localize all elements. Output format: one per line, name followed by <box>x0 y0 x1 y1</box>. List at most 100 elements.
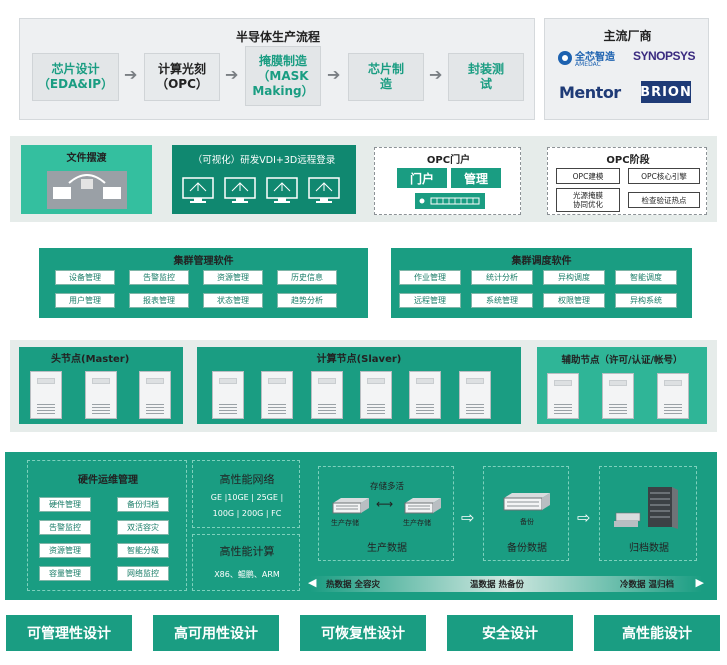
arrow-right-icon: ➔ <box>124 65 138 84</box>
monitor-icon <box>224 177 256 203</box>
hardware-ops-item: 硬件管理 <box>39 497 91 512</box>
flow-step-label: 芯片设计 <box>51 62 100 76</box>
management-button[interactable]: 管理 <box>451 168 501 188</box>
vendors-title: 主流厂商 <box>603 29 652 43</box>
hardware-ops-item: 双活容灾 <box>117 520 169 535</box>
cluster-management-item: 用户管理 <box>55 293 115 308</box>
design-manageability: 可管理性设计 <box>6 615 132 651</box>
vendor-logo-amedac: 全芯智造 AMEDAC <box>557 47 623 71</box>
backup-label: 备份 <box>520 518 534 526</box>
server-icon <box>30 371 62 419</box>
node-layer: 头节点(Master) 计算节点(Slaver) 辅助节点（许可/认证/帐号） <box>10 340 717 432</box>
data-tier-bar: ◀ ▶ 热数据 全容灾 温数据 热备份 冷数据 温归档 <box>308 576 704 592</box>
hardware-ops-item: 容量管理 <box>39 566 91 581</box>
opc-stage-title: OPC阶段 <box>606 155 650 166</box>
cluster-management-item: 报表管理 <box>129 293 189 308</box>
hardware-ops-item: 资源管理 <box>39 543 91 558</box>
monitor-icon <box>308 177 340 203</box>
flow-step-label: Making） <box>252 83 314 98</box>
flow-title: 半导体生产流程 <box>235 30 320 44</box>
file-transfer-title: 文件摆渡 <box>66 153 107 164</box>
flow-step-mask: 掩膜制造 （MASK Making） <box>245 46 321 106</box>
vendor-logo-brion: BRION <box>640 81 691 103</box>
aux-node-title: 辅助节点（许可/认证/帐号） <box>561 355 683 366</box>
design-high-availability: 高可用性设计 <box>153 615 279 651</box>
flow-step-label: 试 <box>479 77 492 91</box>
hardware-ops-title: 硬件运维管理 <box>78 475 138 486</box>
archive-box: 归档数据 <box>599 466 697 561</box>
master-node-title: 头节点(Master) <box>51 354 130 365</box>
access-layer: 文件摆渡 （可视化）研发VDI+3D远程登录 OPC门户 门户 管理 <box>10 136 717 222</box>
cluster-management-item: 状态管理 <box>203 293 263 308</box>
cluster-scheduling-item: 系统管理 <box>471 293 533 308</box>
cluster-scheduling-title: 集群调度软件 <box>511 256 572 267</box>
file-transfer-box: 文件摆渡 <box>21 145 152 214</box>
storage-label: 生产存储 <box>331 519 359 527</box>
infrastructure-layer: 硬件运维管理 硬件管理 备份归档 告警监控 双活容灾 资源管理 智能分级 容量管… <box>5 452 717 600</box>
tier-warm-label: 温数据 热备份 <box>470 580 524 590</box>
cluster-scheduling-item: 异构系统 <box>615 293 677 308</box>
vendor-logo-mentor: Mentor <box>559 83 621 102</box>
hp-network-spec: 100G | 200G | FC <box>212 509 282 518</box>
arrow-left-icon: ◀ <box>308 576 317 589</box>
backup-box: 备份 备份数据 <box>483 466 569 561</box>
master-node-box: 头节点(Master) <box>19 347 183 424</box>
vendor-name: 全芯智造 <box>575 52 615 63</box>
server-icon <box>657 373 689 419</box>
server-icon <box>139 371 171 419</box>
opc-stage-item: 检查验证热点 <box>628 192 700 208</box>
hollow-arrow-icon: ⇨ <box>577 508 591 527</box>
design-recoverability: 可恢复性设计 <box>300 615 426 651</box>
vendors-panel: 主流厂商 全芯智造 AMEDAC SYNOPSYS Mentor BRION <box>544 18 709 120</box>
cluster-management-item: 资源管理 <box>203 270 263 285</box>
server-rack-icon <box>415 193 485 209</box>
flow-step-label: 掩膜制造 <box>258 53 307 68</box>
hp-compute-detail: X86、鲲鹏、ARM <box>214 570 280 579</box>
production-storage-box: 存储多活 ⟷ 生产存储 生产存储 生产数据 <box>318 466 454 561</box>
arrow-right-icon: ➔ <box>225 65 239 84</box>
server-icon <box>459 371 491 419</box>
storage-array-icon <box>332 498 369 514</box>
flow-step-fab: 芯片制 造 <box>348 53 424 101</box>
flow-step-label: 封装测 <box>467 62 504 76</box>
tier-hot-label: 热数据 全容灾 <box>326 580 380 590</box>
flow-step-label: 计算光刻 <box>157 62 206 76</box>
server-icon <box>360 371 392 419</box>
cluster-management-item: 趋势分析 <box>277 293 337 308</box>
opc-stage-item: OPC核心引擎 <box>628 168 700 184</box>
cluster-scheduling-box: 集群调度软件 作业管理 统计分析 异构调度 智能调度 远程管理 系统管理 权限管… <box>391 248 692 318</box>
arrow-right-icon: ▶ <box>695 576 704 589</box>
server-icon <box>409 371 441 419</box>
server-icon <box>261 371 293 419</box>
hp-compute-box: 高性能计算 X86、鲲鹏、ARM <box>192 534 300 591</box>
opc-stage-item: OPC建模 <box>556 168 620 184</box>
tier-cold-label: 冷数据 温归档 <box>620 580 674 590</box>
flow-step-design: 芯片设计 （EDA&IP） <box>32 53 119 101</box>
hardware-ops-box: 硬件运维管理 硬件管理 备份归档 告警监控 双活容灾 资源管理 智能分级 容量管… <box>27 460 187 591</box>
server-icon <box>311 371 343 419</box>
hp-network-spec: GE |10GE | 25GE | <box>210 493 284 502</box>
cluster-management-grid: 设备管理 告警监控 资源管理 历史信息 用户管理 报表管理 状态管理 趋势分析 <box>55 270 355 308</box>
design-high-performance: 高性能设计 <box>594 615 720 651</box>
file-transfer-icon <box>47 171 127 209</box>
opc-stage-box: OPC阶段 OPC建模 OPC核心引擎 光源掩膜 协同优化 检查验证热点 <box>547 147 707 215</box>
opc-stage-item: 光源掩膜 协同优化 <box>556 188 620 212</box>
hollow-arrow-icon: ⇨ <box>461 508 475 527</box>
backup-storage-icon <box>503 493 550 511</box>
design-security: 安全设计 <box>447 615 573 651</box>
vdi-title: （可视化）研发VDI+3D远程登录 <box>192 155 336 166</box>
flow-step-label: （EDA&IP） <box>37 77 114 91</box>
portal-button[interactable]: 门户 <box>397 168 447 188</box>
server-icon <box>85 371 117 419</box>
active-active-label: 存储多活 <box>369 482 404 492</box>
arrow-right-icon: ➔ <box>429 65 443 84</box>
arrow-right-icon: ➔ <box>327 65 341 84</box>
opc-portal-title: OPC门户 <box>426 155 471 166</box>
amedac-logo-icon <box>558 51 572 65</box>
hp-network-box: 高性能网络 GE |10GE | 25GE | 100G | 200G | FC <box>192 460 300 528</box>
cluster-scheduling-item: 远程管理 <box>399 293 461 308</box>
cluster-scheduling-item: 权限管理 <box>543 293 605 308</box>
cluster-scheduling-item: 智能调度 <box>615 270 677 285</box>
vdi-monitors <box>182 177 340 205</box>
hardware-ops-item: 备份归档 <box>117 497 169 512</box>
